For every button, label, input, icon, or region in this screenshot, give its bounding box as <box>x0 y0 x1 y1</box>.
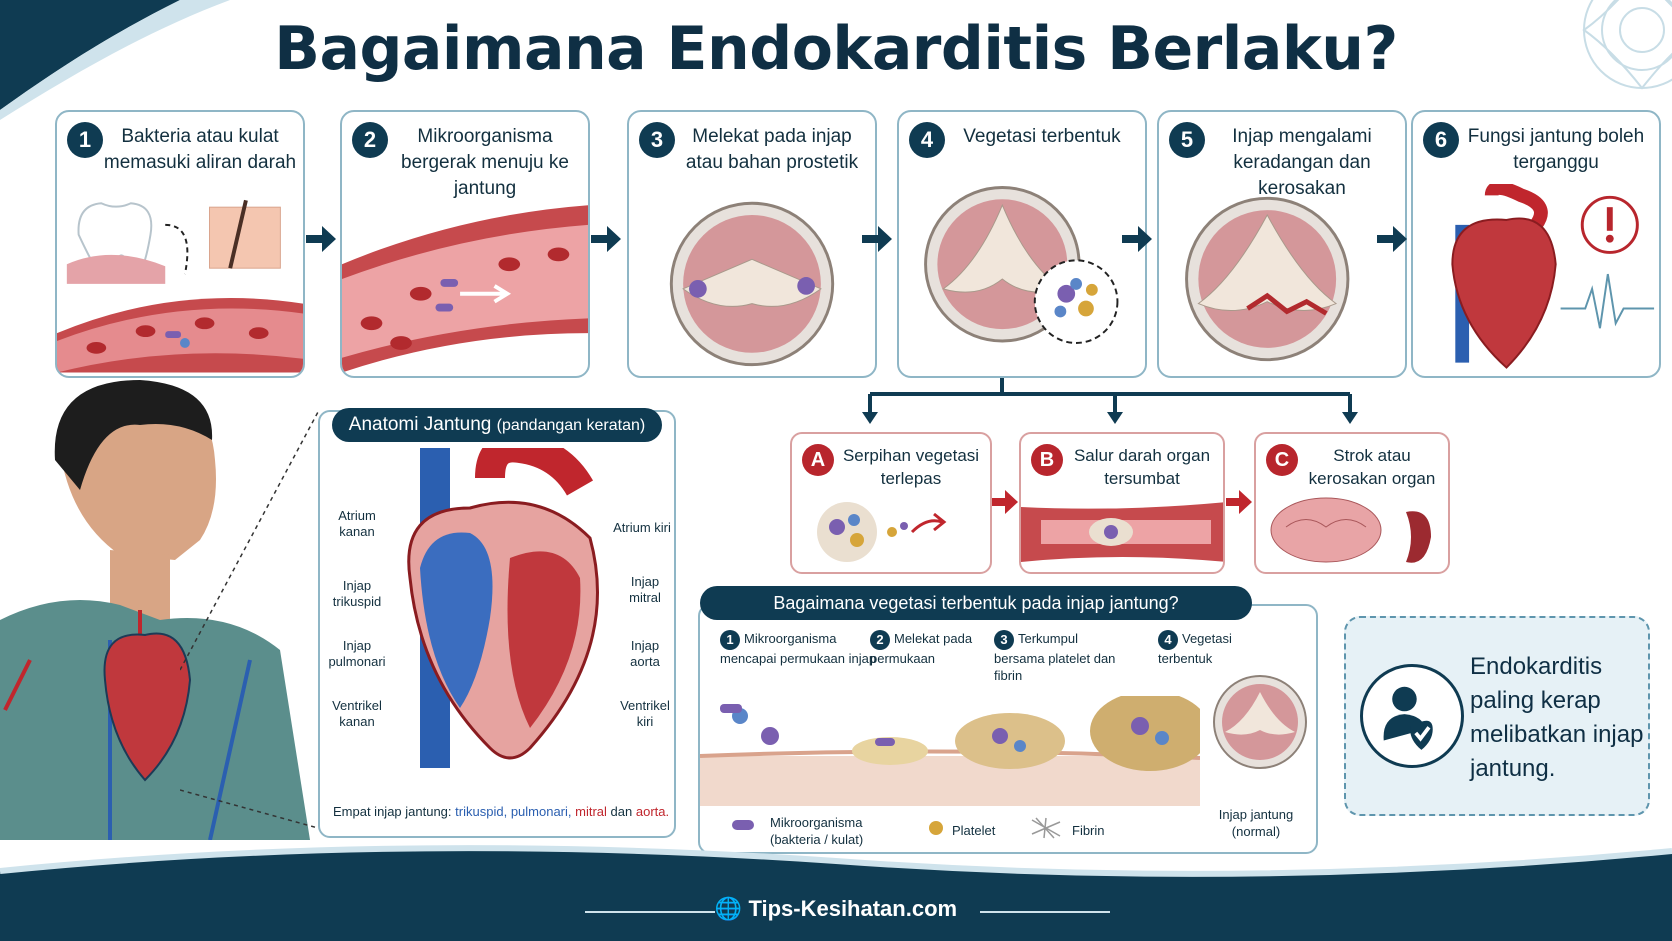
step-1-card: 1 Bakteria atau kulat memasuki aliran da… <box>55 110 305 378</box>
consequence-text: Serpihan vegetasi terlepas <box>842 446 980 488</box>
step-number: 2 <box>352 122 388 158</box>
anatomy-footnote: Empat injap jantung: trikuspid, pulmonar… <box>333 804 673 819</box>
footer-band <box>0 845 1672 941</box>
heart-hand-icon <box>1383 686 1433 750</box>
step-number: 4 <box>909 122 945 158</box>
label-atrium-kiri: Atrium kiri <box>613 520 671 535</box>
legend-microorganism: Mikroorganisma (bakteria / kulat) <box>770 815 864 847</box>
consequence-letter: B <box>1031 444 1063 476</box>
valve-trikuspid: trikuspid, <box>455 804 508 819</box>
corner-decoration-left <box>0 0 230 120</box>
label-atrium-kanan: Atrium kanan <box>338 508 376 539</box>
vegetation-step-text: Mikroorganisma mencapai permukaan injap <box>720 631 877 666</box>
page-title: Bagaimana Endokarditis Berlaku? <box>274 14 1398 84</box>
damaged-valve-illustration <box>1185 196 1350 362</box>
valve-pulmonari: pulmonari, <box>510 804 572 819</box>
arrow-right-icon <box>1122 226 1152 252</box>
step-text: Mikroorganisma bergerak menuju ke jantun… <box>401 126 569 199</box>
vegetation-forming-illustration <box>924 186 1119 344</box>
normal-valve-illustration <box>1213 675 1307 769</box>
label-ventrikel-kiri: Ventrikel kiri <box>620 698 670 729</box>
step-text: Injap mengalami keradangan dan kerosakan <box>1232 126 1372 199</box>
key-fact-text: Endokarditis paling kerap melibatkan inj… <box>1470 653 1644 782</box>
step-text: Bakteria atau kulat memasuki aliran dara… <box>103 126 297 173</box>
footnote-prefix: Empat injap jantung: <box>333 804 452 819</box>
valve-attachment-illustration <box>669 201 835 367</box>
consequence-letter: A <box>802 444 834 476</box>
corner-mandala-decoration <box>1582 0 1672 90</box>
consequence-a-card: A Serpihan vegetasi terlepas <box>790 432 992 574</box>
step-text: Vegetasi terbentuk <box>963 126 1121 147</box>
label-injap-aorta: Injap aorta <box>630 638 660 669</box>
step-4-card: 4 Vegetasi terbentuk <box>897 110 1147 378</box>
legend-fibrin: Fibrin <box>1072 823 1105 838</box>
step-3-card: 3 Melekat pada injap atau bahan prosteti… <box>627 110 877 378</box>
heart-cross-section <box>407 448 599 768</box>
consequence-c-card: C Strok atau kerosakan organ <box>1254 432 1450 574</box>
step-number: 5 <box>1169 122 1205 158</box>
red-arrow-right-icon <box>992 490 1018 514</box>
vegetation-step-text: Terkumpul bersama platelet dan fibrin <box>994 631 1116 683</box>
step-number: 6 <box>1423 122 1459 158</box>
step-5-card: 5 Injap mengalami keradangan dan kerosak… <box>1157 110 1407 378</box>
vegetation-step-number: 2 <box>870 630 890 650</box>
branch-connector <box>862 378 1358 424</box>
step-6-card: 6 Fungsi jantung boleh terganggu <box>1411 110 1661 378</box>
step-number: 1 <box>67 122 103 158</box>
vegetation-step-number: 4 <box>1158 630 1178 650</box>
vegetation-step-number: 1 <box>720 630 740 650</box>
legend-platelet: Platelet <box>952 823 996 838</box>
footnote-dan: dan <box>610 804 633 819</box>
bloodflow-illustration <box>342 205 588 373</box>
care-icon <box>1360 664 1464 768</box>
arrow-right-icon <box>306 226 336 252</box>
consequence-b-card: B Salur darah organ tersumbat <box>1019 432 1225 574</box>
step-text: Fungsi jantung boleh terganggu <box>1467 126 1645 173</box>
vegetation-formation-illustration <box>700 696 1200 806</box>
arrow-right-icon <box>591 226 621 252</box>
heart-function-illustration <box>1451 184 1655 369</box>
fragment-release-illustration <box>817 502 947 562</box>
zoom-guide-lines <box>180 411 319 829</box>
globe-icon: 🌐 <box>714 896 743 921</box>
valve-aorta: aorta. <box>635 804 670 819</box>
label-injap-trikuspid: Injap trikuspid <box>332 578 382 609</box>
label-ventrikel-kanan: Ventrikel kanan <box>332 698 382 729</box>
step-2-card: 2 Mikroorganisma bergerak menuju ke jant… <box>340 110 590 378</box>
vegetation-step-text: Melekat pada permukaan <box>870 631 973 666</box>
patient-illustration <box>0 380 310 840</box>
anatomy-title: Anatomi Jantung <box>348 414 492 435</box>
consequence-letter: C <box>1266 444 1298 476</box>
vegetation-step-text: Vegetasi terbentuk <box>1158 631 1232 666</box>
blocked-vessel-illustration <box>1021 502 1223 562</box>
label-injap-pulmonari: Injap pulmonari <box>328 638 386 669</box>
site-name[interactable]: Tips-Kesihatan.com <box>748 896 958 921</box>
legend-normal-valve: Injap jantung (normal) <box>1218 807 1294 839</box>
brain-kidney-illustration <box>1270 497 1431 563</box>
vegetation-panel-title: Bagaimana vegetasi terbentuk pada injap … <box>700 586 1252 620</box>
footer-site: 🌐 Tips-Kesihatan.com <box>0 896 1672 922</box>
anatomy-panel-title: Anatomi Jantung (pandangan keratan) <box>332 408 662 442</box>
footer-divider-right <box>980 911 1110 913</box>
step-text: Melekat pada injap atau bahan prostetik <box>685 126 859 173</box>
arrow-right-icon <box>1377 226 1407 252</box>
fibrin-legend-icon <box>1031 817 1061 839</box>
red-arrow-right-icon <box>1226 490 1252 514</box>
label-injap-mitral: Injap mitral <box>629 574 661 605</box>
consequence-text: Strok atau kerosakan organ <box>1308 446 1436 488</box>
platelet-legend-icon <box>929 821 943 835</box>
bloodstream-entry-illustration <box>57 199 303 373</box>
arrow-right-icon <box>862 226 892 252</box>
vegetation-step-number: 3 <box>994 630 1014 650</box>
valve-mitral: mitral <box>575 804 607 819</box>
consequence-text: Salur darah organ tersumbat <box>1073 446 1211 488</box>
step-number: 3 <box>639 122 675 158</box>
anatomy-subtitle: (pandangan keratan) <box>496 417 646 434</box>
microorganism-legend-icon <box>732 820 754 830</box>
footer-divider-left <box>585 911 715 913</box>
